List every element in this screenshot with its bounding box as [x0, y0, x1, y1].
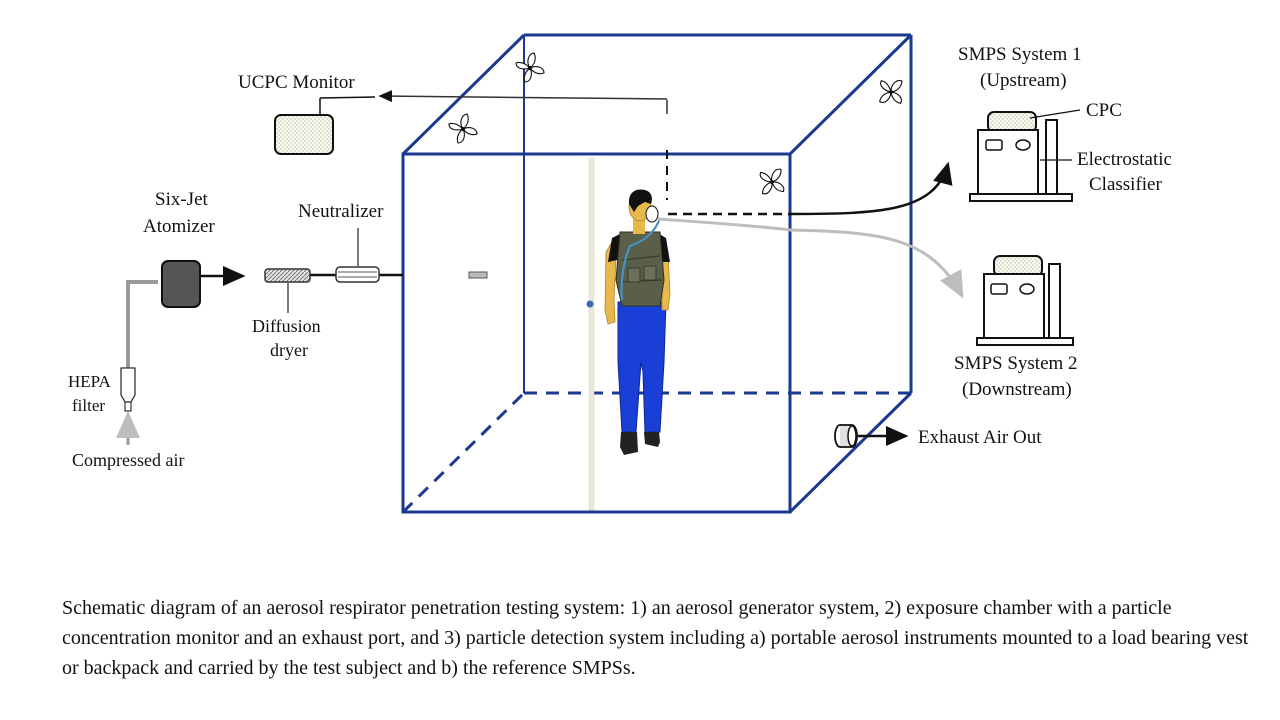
cpc-label: CPC [1086, 100, 1122, 121]
ucpc-monitor-device [274, 114, 334, 155]
aerosol-feed-line [116, 266, 403, 445]
exhaust-port [834, 424, 858, 448]
fan-icon [759, 168, 785, 195]
ucpc-sampling-line [319, 90, 668, 200]
exposure-chamber [401, 33, 913, 514]
six-jet-atomizer-device [161, 260, 201, 308]
fan-icon [515, 52, 545, 83]
hepa-label-line1: HEPA [68, 372, 112, 391]
neutralizer-device [335, 266, 380, 283]
smps1-label-line1: SMPS System 1 [958, 44, 1082, 65]
exhaust-label: Exhaust Air Out [918, 427, 1042, 448]
electrostatic-label-line2: Classifier [1089, 174, 1162, 195]
chamber-panel [588, 157, 595, 511]
diffusion-dryer-device [264, 268, 311, 283]
smps-system-1-device [969, 111, 1073, 202]
panel-knob [586, 300, 594, 308]
hepa-filter-device [120, 367, 136, 412]
electrostatic-label-line1: Electrostatic [1077, 149, 1172, 170]
neutralizer-label: Neutralizer [298, 201, 384, 222]
figure-caption: Schematic diagram of an aerosol respirat… [62, 597, 1249, 679]
smps2-label-line2: (Downstream) [962, 379, 1072, 400]
diffusion-dryer-label-line2: dryer [270, 340, 308, 360]
ucpc-monitor-label: UCPC Monitor [238, 72, 355, 93]
fan-icon [879, 80, 903, 104]
hepa-label-line2: filter [72, 396, 105, 415]
sampling-lines [657, 161, 964, 299]
six-jet-label-line1: Six-Jet [155, 189, 209, 210]
compressed-air-label: Compressed air [72, 450, 184, 470]
six-jet-label-line2: Atomizer [143, 216, 215, 237]
smps-system-2-device [976, 255, 1074, 346]
cpc-leader [1029, 109, 1081, 119]
smps2-label-line1: SMPS System 2 [954, 353, 1078, 374]
fan-icon [448, 113, 478, 144]
diffusion-dryer-label-line1: Diffusion [252, 316, 321, 336]
test-subject [604, 189, 671, 455]
smps1-label-line2: (Upstream) [980, 70, 1067, 91]
inlet-nozzle [468, 271, 488, 279]
